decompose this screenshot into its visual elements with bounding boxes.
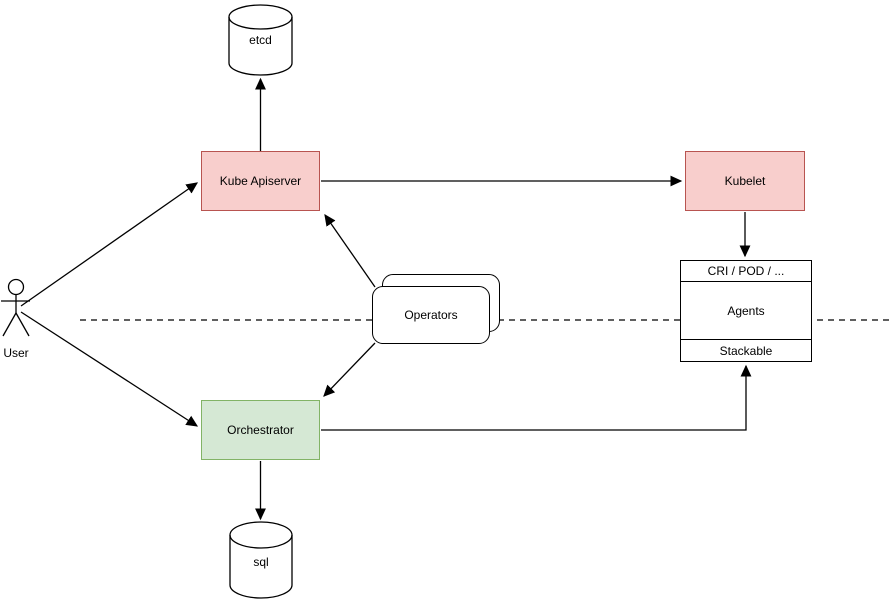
edge-orchestrator-to-stackable bbox=[321, 364, 752, 431]
kube-apiserver-label: Kube Apiserver bbox=[219, 173, 302, 188]
user-label: User bbox=[3, 346, 29, 360]
operators-node: Operators bbox=[372, 286, 490, 344]
operators-label: Operators bbox=[404, 308, 458, 322]
etcd-label: etcd bbox=[249, 33, 272, 47]
sql-label: sql bbox=[253, 555, 269, 569]
agent-stack-header-cell: CRI / POD / ... bbox=[681, 261, 811, 281]
agent-stack-footer-cell: Stackable bbox=[681, 339, 811, 361]
edge-operators-to-apiserver bbox=[324, 213, 376, 288]
edge-operators-to-orchestrator bbox=[323, 342, 376, 397]
user-actor-icon bbox=[1, 278, 30, 337]
agent-stack-body-cell: Agents bbox=[681, 281, 811, 339]
kubelet-label: Kubelet bbox=[724, 173, 766, 188]
edge-user-to-orchestrator bbox=[20, 311, 199, 427]
orchestrator-node: Orchestrator bbox=[201, 400, 320, 460]
kube-apiserver-node: Kube Apiserver bbox=[201, 151, 320, 211]
kubelet-node: Kubelet bbox=[685, 151, 805, 211]
orchestrator-label: Orchestrator bbox=[227, 422, 294, 437]
agent-stack-table: CRI / POD / ... Agents Stackable bbox=[680, 260, 812, 362]
agent-stack-body-label: Agents bbox=[727, 303, 765, 318]
edge-user-to-apiserver bbox=[20, 182, 199, 307]
agent-stack-footer-label: Stackable bbox=[719, 343, 773, 358]
agent-stack-header-label: CRI / POD / ... bbox=[707, 264, 785, 278]
etcd-cylinder bbox=[228, 4, 293, 76]
sql-cylinder bbox=[229, 521, 293, 599]
